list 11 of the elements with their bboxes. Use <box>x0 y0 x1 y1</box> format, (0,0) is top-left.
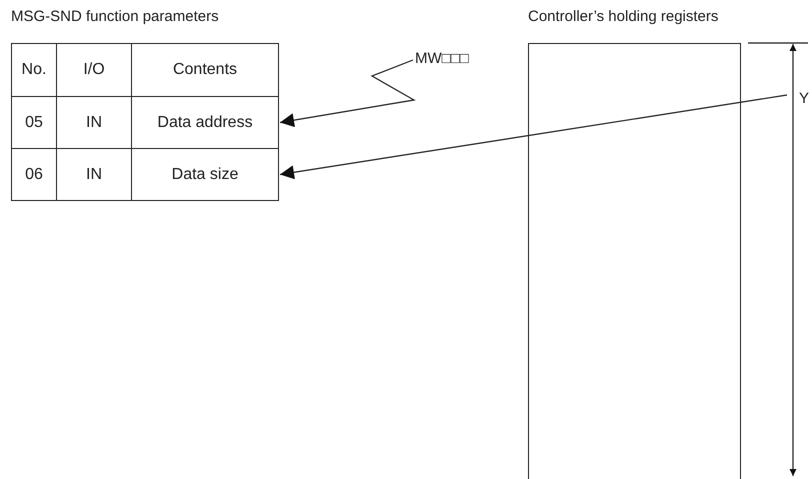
register-address-text: MW□□□ <box>415 50 469 70</box>
leader-line <box>280 59 416 128</box>
table-title: MSG-SND function parameters <box>11 8 219 25</box>
column-header: No. <box>11 43 57 97</box>
parameter-table <box>11 8 281 201</box>
register-count-text: Y <box>799 90 810 110</box>
block-title: Controller’s holding registers <box>528 8 718 25</box>
parameter-number: 06 <box>11 148 57 201</box>
leader-line <box>280 94 788 180</box>
data-size-entry: Data size <box>131 148 279 201</box>
column-header: Contents <box>131 43 279 97</box>
